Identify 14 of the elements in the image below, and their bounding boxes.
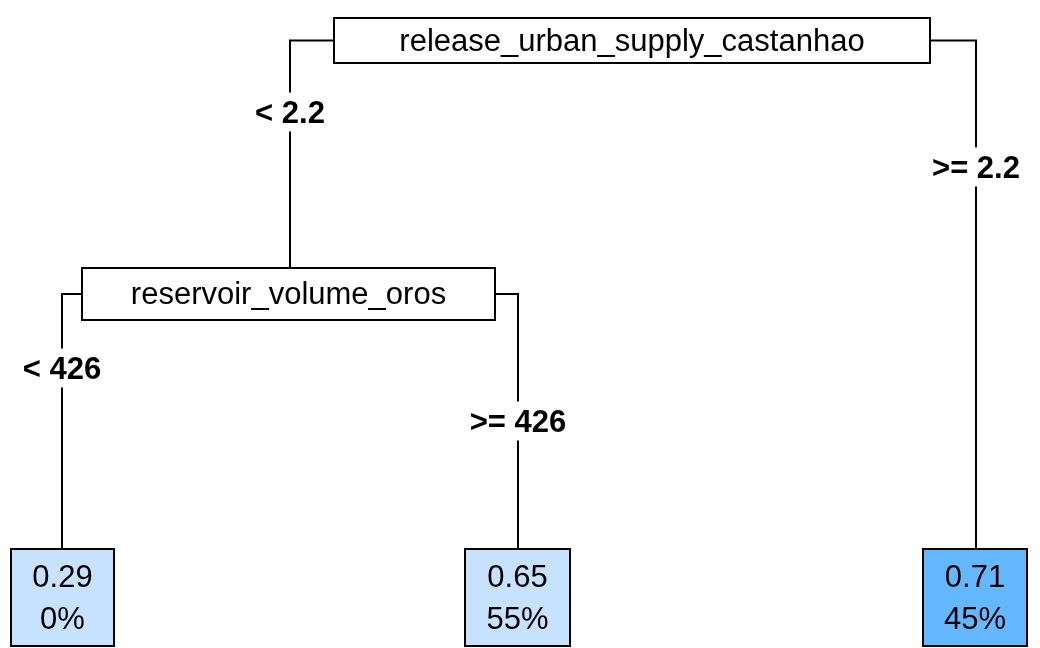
percentage-text: 45% — [943, 599, 1006, 638]
split-node-box — [333, 17, 931, 64]
split-node-box — [81, 267, 496, 321]
split-variable-text: reservoir_volume_oros — [130, 275, 447, 313]
predicted-value-text: 0.71 — [944, 557, 1006, 596]
leaf-node-box — [922, 548, 1028, 647]
tree-branch-line — [930, 39, 977, 549]
percentage-text: 55% — [486, 599, 549, 638]
percentage-text: 0% — [40, 599, 85, 638]
predicted-value-text: 0.65 — [487, 557, 548, 596]
leaf-node-box — [10, 548, 115, 647]
split-variable-text: release_urban_supply_castanhao — [399, 21, 865, 60]
leaf-node-box — [464, 548, 571, 647]
predicted-value-text: 0.29 — [32, 557, 93, 596]
